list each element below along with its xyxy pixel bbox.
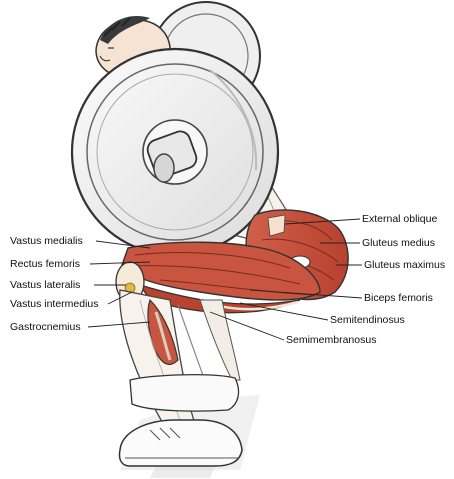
label-biceps-femoris: Biceps femoris xyxy=(364,292,433,304)
label-gluteus-maximus: Gluteus maximus xyxy=(364,259,445,271)
label-gluteus-medius: Gluteus medius xyxy=(362,237,435,249)
label-gastrocnemius: Gastrocnemius xyxy=(10,321,81,333)
label-vastus-medialis: Vastus medialis xyxy=(10,235,83,247)
label-semitendinosus: Semitendinosus xyxy=(330,314,405,326)
label-semimembranosus: Semimembranosus xyxy=(286,334,376,346)
label-vastus-intermedius: Vastus intermedius xyxy=(10,298,99,310)
label-external-oblique: External oblique xyxy=(362,213,437,225)
label-rectus-femoris: Rectus femoris xyxy=(10,258,80,270)
label-vastus-lateralis: Vastus lateralis xyxy=(10,279,80,291)
